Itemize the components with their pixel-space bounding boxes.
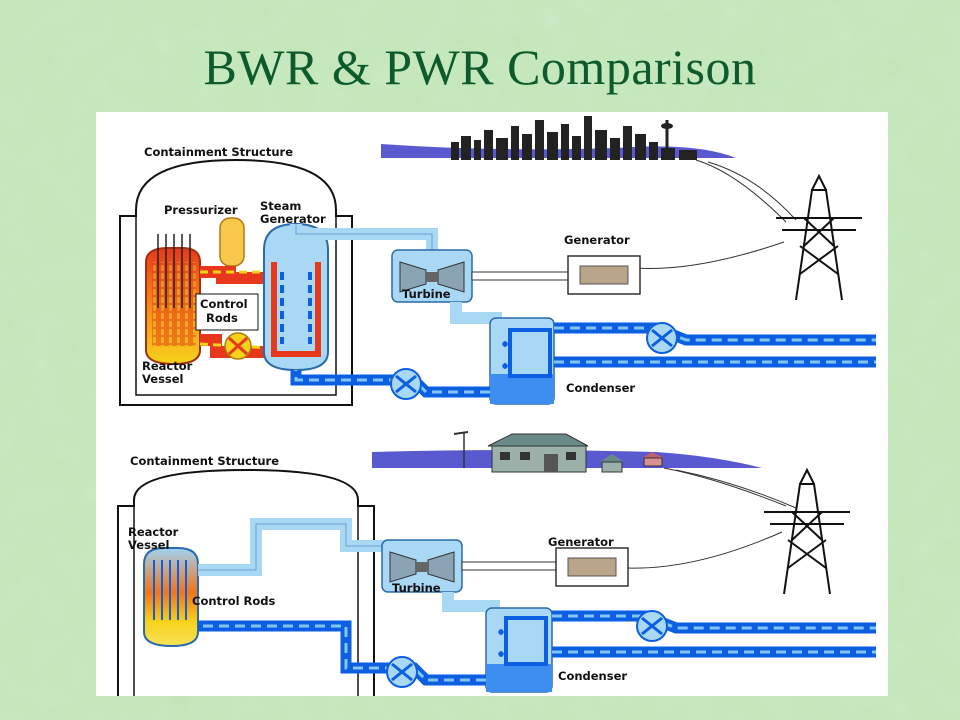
pressurizer: [219, 217, 245, 267]
svg-text:Pressurizer: Pressurizer: [164, 203, 238, 217]
transmission-tower-icon: [776, 173, 862, 301]
pwr-diagram: Containment Structure Pressurizer Contro…: [119, 116, 876, 406]
transmission-tower-icon: [764, 467, 850, 595]
pwr-condenser-label: Condenser: [566, 381, 635, 395]
bwr-generator-label: Generator: [548, 535, 614, 549]
bwr-diagram: Containment Structure Reactor Vessel Con…: [117, 431, 876, 696]
steam-generator-label: Steam: [260, 199, 301, 213]
pwr-turbine-label: Turbine: [402, 287, 451, 301]
bwr-generator: [555, 547, 629, 587]
bwr-turbine: [381, 539, 463, 593]
steam-generator: [263, 222, 329, 372]
pwr-turbine: [391, 249, 473, 303]
bwr-turbine-label: Turbine: [392, 581, 441, 595]
bwr-containment-label: Containment Structure: [130, 454, 279, 468]
pwr-control-rods-label: Control: [200, 297, 248, 311]
bwr-reactor-vessel: [143, 547, 199, 648]
pwr-reactor-vessel-label: Reactor: [142, 359, 193, 373]
svg-text:Rods: Rods: [206, 311, 238, 325]
city-skyline-icon: [381, 116, 736, 160]
svg-text:Generator: Generator: [260, 212, 326, 226]
pwr-generator: [567, 255, 641, 295]
pwr-reactor-vessel: [145, 234, 201, 366]
bwr-control-rods-label: Control Rods: [192, 594, 276, 608]
reactor-comparison-diagram: Containment Structure Pressurizer Contro…: [96, 112, 888, 696]
pwr-generator-label: Generator: [564, 233, 630, 247]
pwr-condenser: [489, 317, 555, 405]
svg-text:Vessel: Vessel: [128, 538, 170, 552]
bwr-condenser-label: Condenser: [558, 669, 627, 683]
bwr-reactor-vessel-label: Reactor: [128, 525, 179, 539]
houses-landscape-icon: [372, 431, 762, 473]
svg-text:Vessel: Vessel: [142, 372, 184, 386]
pwr-containment-label: Containment Structure: [144, 145, 293, 159]
slide-title: BWR & PWR Comparison: [203, 39, 757, 95]
bwr-condenser: [485, 607, 553, 693]
